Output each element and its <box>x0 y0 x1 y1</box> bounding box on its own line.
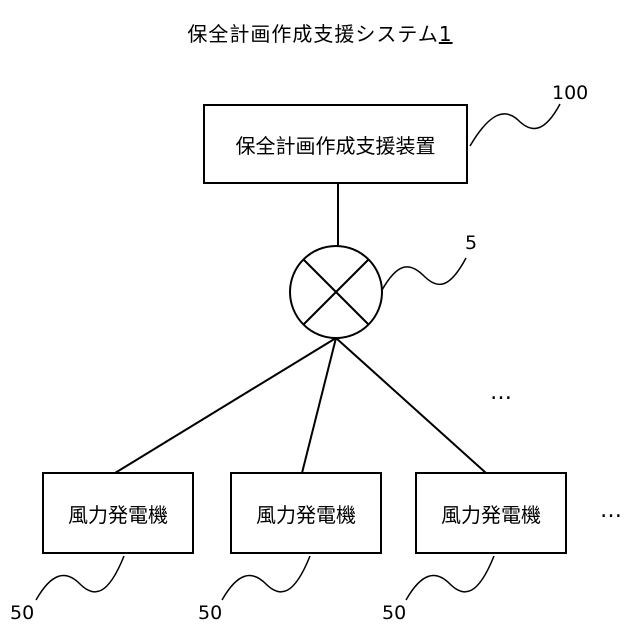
link-network-turbine-2 <box>302 338 336 473</box>
apparatus-label: 保全計画作成支援装置 <box>236 130 436 159</box>
wind-turbine-label-2: 風力発電機 <box>256 499 356 528</box>
leader-network <box>382 258 466 290</box>
ellipsis-right: … <box>600 498 625 523</box>
ellipsis-upper: … <box>490 380 515 405</box>
leader-turbine-2 <box>222 556 310 600</box>
wind-turbine-label-3: 風力発電機 <box>441 499 541 528</box>
link-network-turbine-1 <box>115 338 336 473</box>
wind-turbine-label-1: 風力発電機 <box>68 499 168 528</box>
link-network-turbine-3 <box>336 338 486 473</box>
wind-turbine-box-2: 風力発電機 <box>230 472 382 554</box>
leader-turbine-1 <box>36 556 124 600</box>
leader-turbine-3 <box>406 556 494 600</box>
maintenance-planning-apparatus-box: 保全計画作成支援装置 <box>203 104 468 184</box>
apparatus-ref-label: 100 <box>552 82 588 104</box>
network-ref-label: 5 <box>465 232 477 254</box>
turbine-ref-label-3: 50 <box>382 602 406 624</box>
wind-turbine-box-1: 風力発電機 <box>42 472 194 554</box>
leader-apparatus <box>470 104 560 146</box>
turbine-ref-label-2: 50 <box>198 602 222 624</box>
turbine-ref-label-1: 50 <box>10 602 34 624</box>
wind-turbine-box-3: 風力発電機 <box>415 472 567 554</box>
